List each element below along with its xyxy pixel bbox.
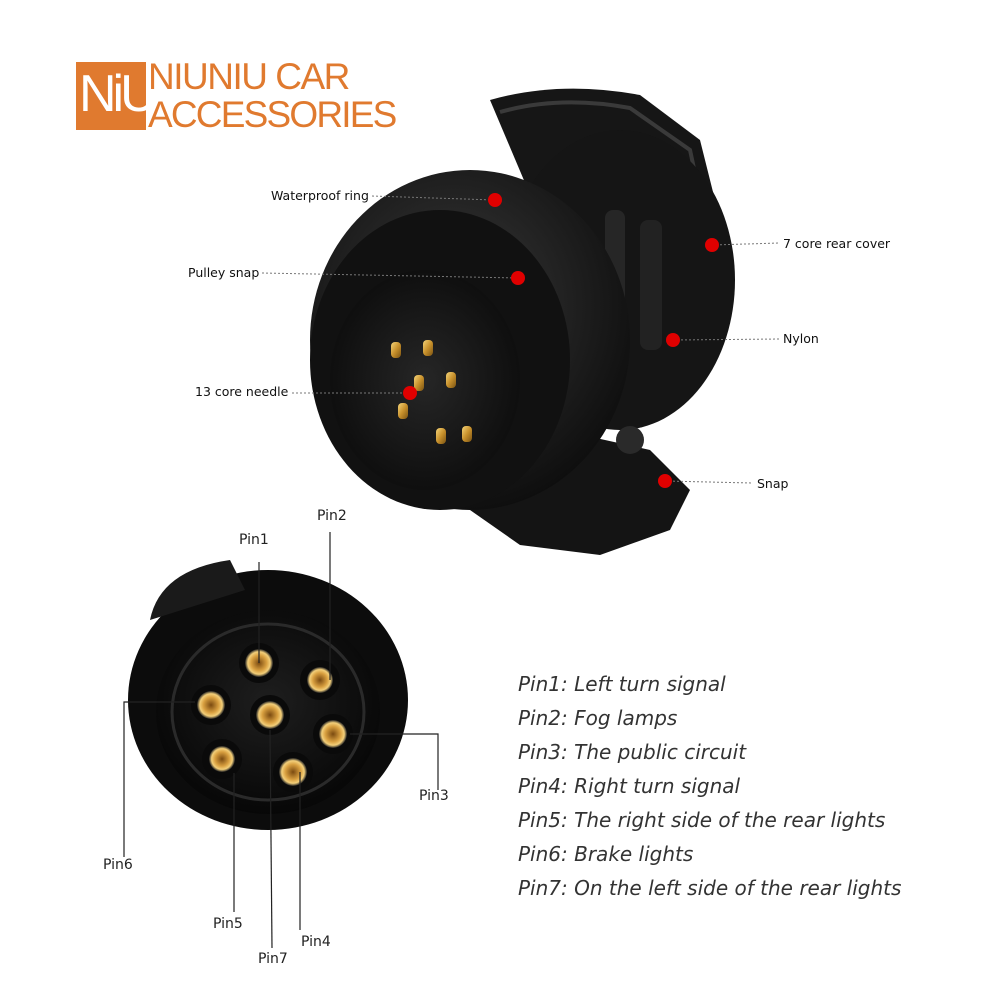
callout-nylon: Nylon [783,331,819,346]
logo-monogram: NiU [79,65,158,123]
legend-pin2: Pin2: Fog lamps [518,706,678,730]
legend-pin4: Pin4: Right turn signal [518,774,741,798]
plug-face [330,270,520,490]
pin-label-1: Pin1 [239,532,269,548]
pin-label-3: Pin3 [419,788,449,804]
pin-label-5: Pin5 [213,916,243,932]
legend-pin3: Pin3: The public circuit [518,740,747,764]
pin-label-6: Pin6 [103,857,133,873]
callout-pulley-snap: Pulley snap [188,265,260,280]
pin-leader-lines [123,532,439,949]
callout-dots [403,193,719,488]
callout-rear-cover: 7 core rear cover [783,236,891,251]
legend-pin5: Pin5: The right side of the rear lights [518,808,886,832]
brand-logo: NiU NIUNIU CAR ACCESSORIES [76,58,416,138]
logo-text-line2: ACCESSORIES [148,94,397,135]
pin-label-7: Pin7 [258,951,288,967]
gold-pins [391,340,472,444]
legend-pin7: Pin7: On the left side of the rear light… [518,876,902,900]
socket-pin-holes [191,643,353,792]
pin-label-4: Pin4 [301,934,331,950]
logo-text-line1: NIUNIU CAR [148,56,350,97]
callout-snap: Snap [757,476,789,491]
callout-lines [261,195,781,484]
socket-illustration [123,532,439,949]
callout-core-needle: 13 core needle [195,384,289,399]
pin-label-2: Pin2 [317,508,347,524]
logo-monogram-box [76,62,146,130]
legend-pin1: Pin1: Left turn signal [518,672,726,696]
callout-waterproof-ring: Waterproof ring [271,188,369,203]
adapter-illustration [261,88,781,555]
legend-pin6: Pin6: Brake lights [518,842,694,866]
